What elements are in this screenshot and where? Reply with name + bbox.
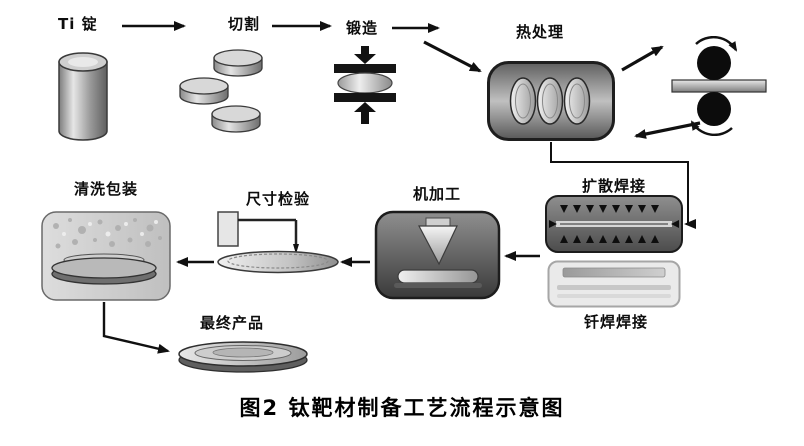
- label-cleaning-packaging: 清洗包装: [74, 180, 139, 198]
- final-target-disc-icon: [176, 336, 310, 374]
- dimension-probe-icon: [212, 210, 342, 274]
- label-brazing-welding: 钎焊焊接: [584, 313, 649, 331]
- label-ti-ingot: Ti 锭: [58, 15, 98, 33]
- forging-press-icon: [326, 46, 404, 126]
- machining-tool-icon: [374, 210, 501, 300]
- label-final-product: 最终产品: [200, 314, 265, 332]
- heat-treatment-furnace-icon: [486, 60, 616, 142]
- label-dimension-inspection: 尺寸检验: [246, 190, 311, 208]
- cut-discs-icon: [178, 48, 266, 140]
- ti-ingot-cylinder-icon: [56, 50, 110, 144]
- label-cutting: 切割: [228, 15, 261, 33]
- rolling-mill-icon: [668, 35, 768, 137]
- label-diffusion-welding: 扩散焊接: [582, 177, 647, 195]
- brazing-furnace-icon: [547, 260, 681, 308]
- label-machining: 机加工: [413, 185, 462, 203]
- figure-caption: 图2 钛靶材制备工艺流程示意图: [239, 396, 565, 420]
- diffusion-welding-chamber-icon: [544, 194, 684, 254]
- packaged-target-icon: [40, 210, 172, 302]
- label-heat-treatment: 热处理: [516, 23, 565, 41]
- label-forging: 锻造: [346, 19, 379, 37]
